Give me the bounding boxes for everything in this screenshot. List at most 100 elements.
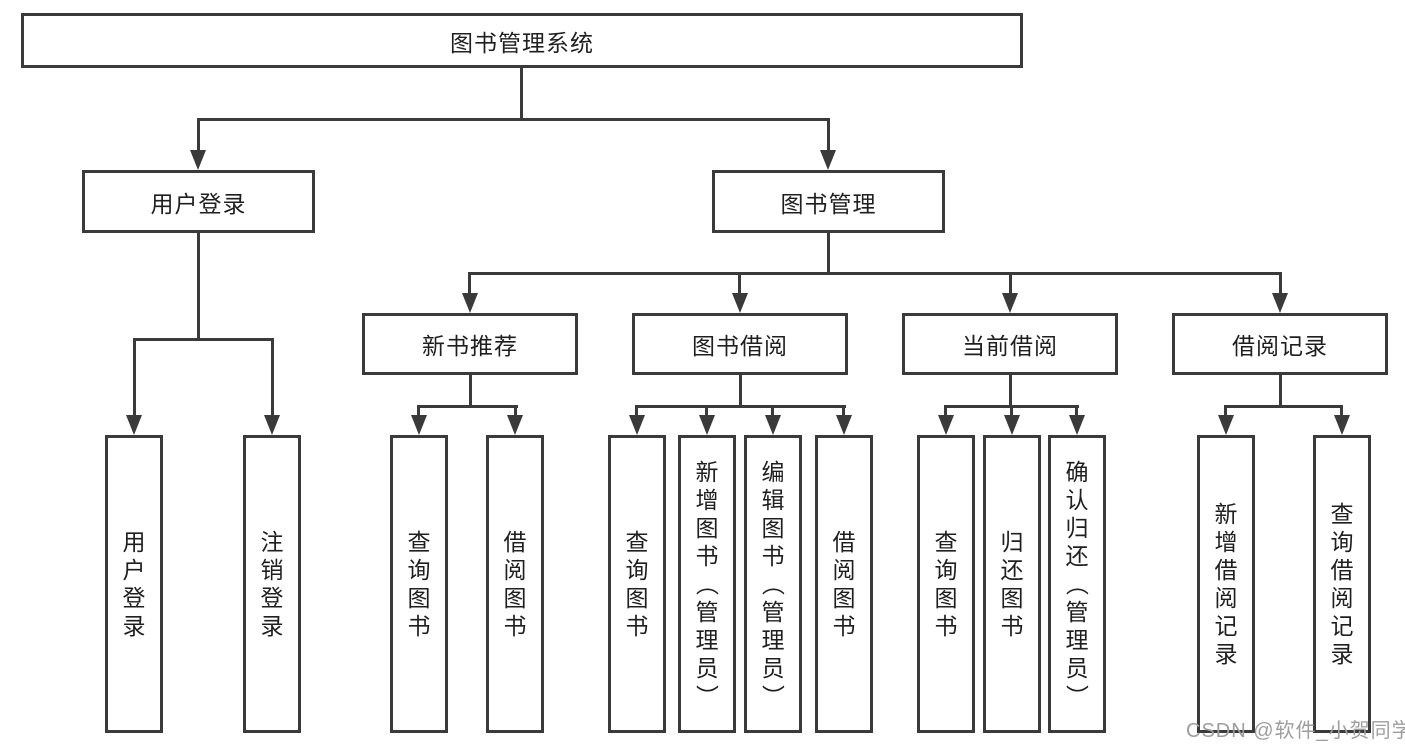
connector-line [1010,405,1013,417]
vertical-char: 查 [934,529,958,555]
connector-line [1075,405,1078,417]
leaf-bb-borrow-book-label: 借阅图书 [818,438,870,730]
arrowhead-down-icon [765,415,781,435]
vertical-char: 书 [934,613,958,639]
connector-line [133,338,136,415]
node-new-book-rec-label: 新书推荐 [422,333,518,359]
node-new-book-rec: 新书推荐 [362,313,578,375]
connector-line [738,272,741,293]
arrowhead-down-icon [629,415,645,435]
leaf-cb-return-book-label: 归还图书 [986,438,1038,730]
arrowhead-down-icon [190,150,206,170]
node-book-borrow: 图书借阅 [632,313,848,375]
connector-line [842,405,845,417]
vertical-char: 登 [122,585,146,611]
vertical-char: 图 [1000,585,1024,611]
leaf-cb-return-book: 归还图书 [983,435,1041,733]
connector-line [705,405,708,417]
vertical-char: （ [694,572,720,596]
vertical-char: 阅 [503,557,527,583]
vertical-char: 理 [695,627,719,653]
vertical-char: 理 [1065,627,1089,653]
vertical-char: 用 [122,529,146,555]
connector-line [1279,272,1282,293]
connector-line [271,338,274,415]
leaf-br-query-record-label: 查询借阅记录 [1316,438,1368,730]
connector-line [514,405,517,417]
connector-line [1224,405,1227,417]
node-current-borrow-label: 当前借阅 [962,333,1058,359]
arrowhead-down-icon [507,415,523,435]
node-root: 图书管理系统 [21,13,1023,68]
vertical-char: 新 [1214,501,1238,527]
vertical-char: 书 [1000,613,1024,639]
vertical-char: 录 [260,613,284,639]
connector-line [739,373,742,405]
connector-line [197,231,200,338]
vertical-char: （ [760,572,786,596]
connector-line [771,405,774,417]
vertical-char: 图 [761,515,785,541]
node-book-borrow-label: 图书借阅 [692,333,788,359]
connector-line [469,373,472,405]
leaf-logout-label: 注销登录 [246,438,298,730]
vertical-char: 书 [761,543,785,569]
vertical-char: 图 [832,585,856,611]
vertical-char: 图 [503,585,527,611]
vertical-char: 查 [625,529,649,555]
vertical-char: 图 [625,585,649,611]
leaf-user-login: 用户登录 [105,435,163,733]
vertical-char: 辑 [761,487,785,513]
leaf-rec-borrow-book: 借阅图书 [486,435,544,733]
arrowhead-down-icon [1272,293,1288,313]
vertical-char: ） [694,684,720,708]
connector-line [468,272,471,293]
leaf-br-add-record-label: 新增借阅记录 [1200,438,1252,730]
leaf-bb-edit-book: 编辑图书（管理员） [744,435,802,733]
vertical-char: 销 [260,557,284,583]
connector-line [197,118,830,121]
vertical-char: 管 [1065,599,1089,625]
vertical-char: 归 [1000,529,1024,555]
vertical-char: 询 [407,557,431,583]
leaf-cb-confirm-return: 确认归还（管理员） [1048,435,1106,733]
connector-line [1340,405,1343,417]
connector-line [417,405,420,417]
connector-line [520,66,523,118]
vertical-char: 还 [1065,543,1089,569]
arrowhead-down-icon [699,415,715,435]
leaf-bb-edit-book-label: 编辑图书（管理员） [747,438,799,730]
vertical-char: 书 [503,613,527,639]
arrowhead-down-icon [462,293,478,313]
connector-line [635,405,846,408]
connector-line [944,405,947,417]
node-book-mgmt: 图书管理 [712,170,945,233]
vertical-char: 录 [122,613,146,639]
leaf-br-query-record: 查询借阅记录 [1313,435,1371,733]
arrowhead-down-icon [1069,415,1085,435]
vertical-char: 登 [260,585,284,611]
vertical-char: 图 [934,585,958,611]
vertical-char: 阅 [1214,585,1238,611]
vertical-char: 图 [407,585,431,611]
connector-line [1279,373,1282,405]
vertical-char: 借 [1214,557,1238,583]
node-book-mgmt-label: 图书管理 [780,190,877,217]
node-current-borrow: 当前借阅 [902,313,1118,375]
arrowhead-down-icon [820,150,836,170]
vertical-char: ） [760,684,786,708]
connector-line [827,231,830,272]
vertical-char: 归 [1065,515,1089,541]
vertical-char: 书 [832,613,856,639]
node-borrow-record-label: 借阅记录 [1232,333,1328,359]
arrowhead-down-icon [126,415,142,435]
vertical-char: 阅 [832,557,856,583]
arrowhead-down-icon [1334,415,1350,435]
vertical-char: 注 [260,529,284,555]
vertical-char: 还 [1000,557,1024,583]
vertical-char: 管 [761,599,785,625]
vertical-char: 新 [695,459,719,485]
vertical-char: 记 [1214,613,1238,639]
connector-line [1224,405,1342,408]
